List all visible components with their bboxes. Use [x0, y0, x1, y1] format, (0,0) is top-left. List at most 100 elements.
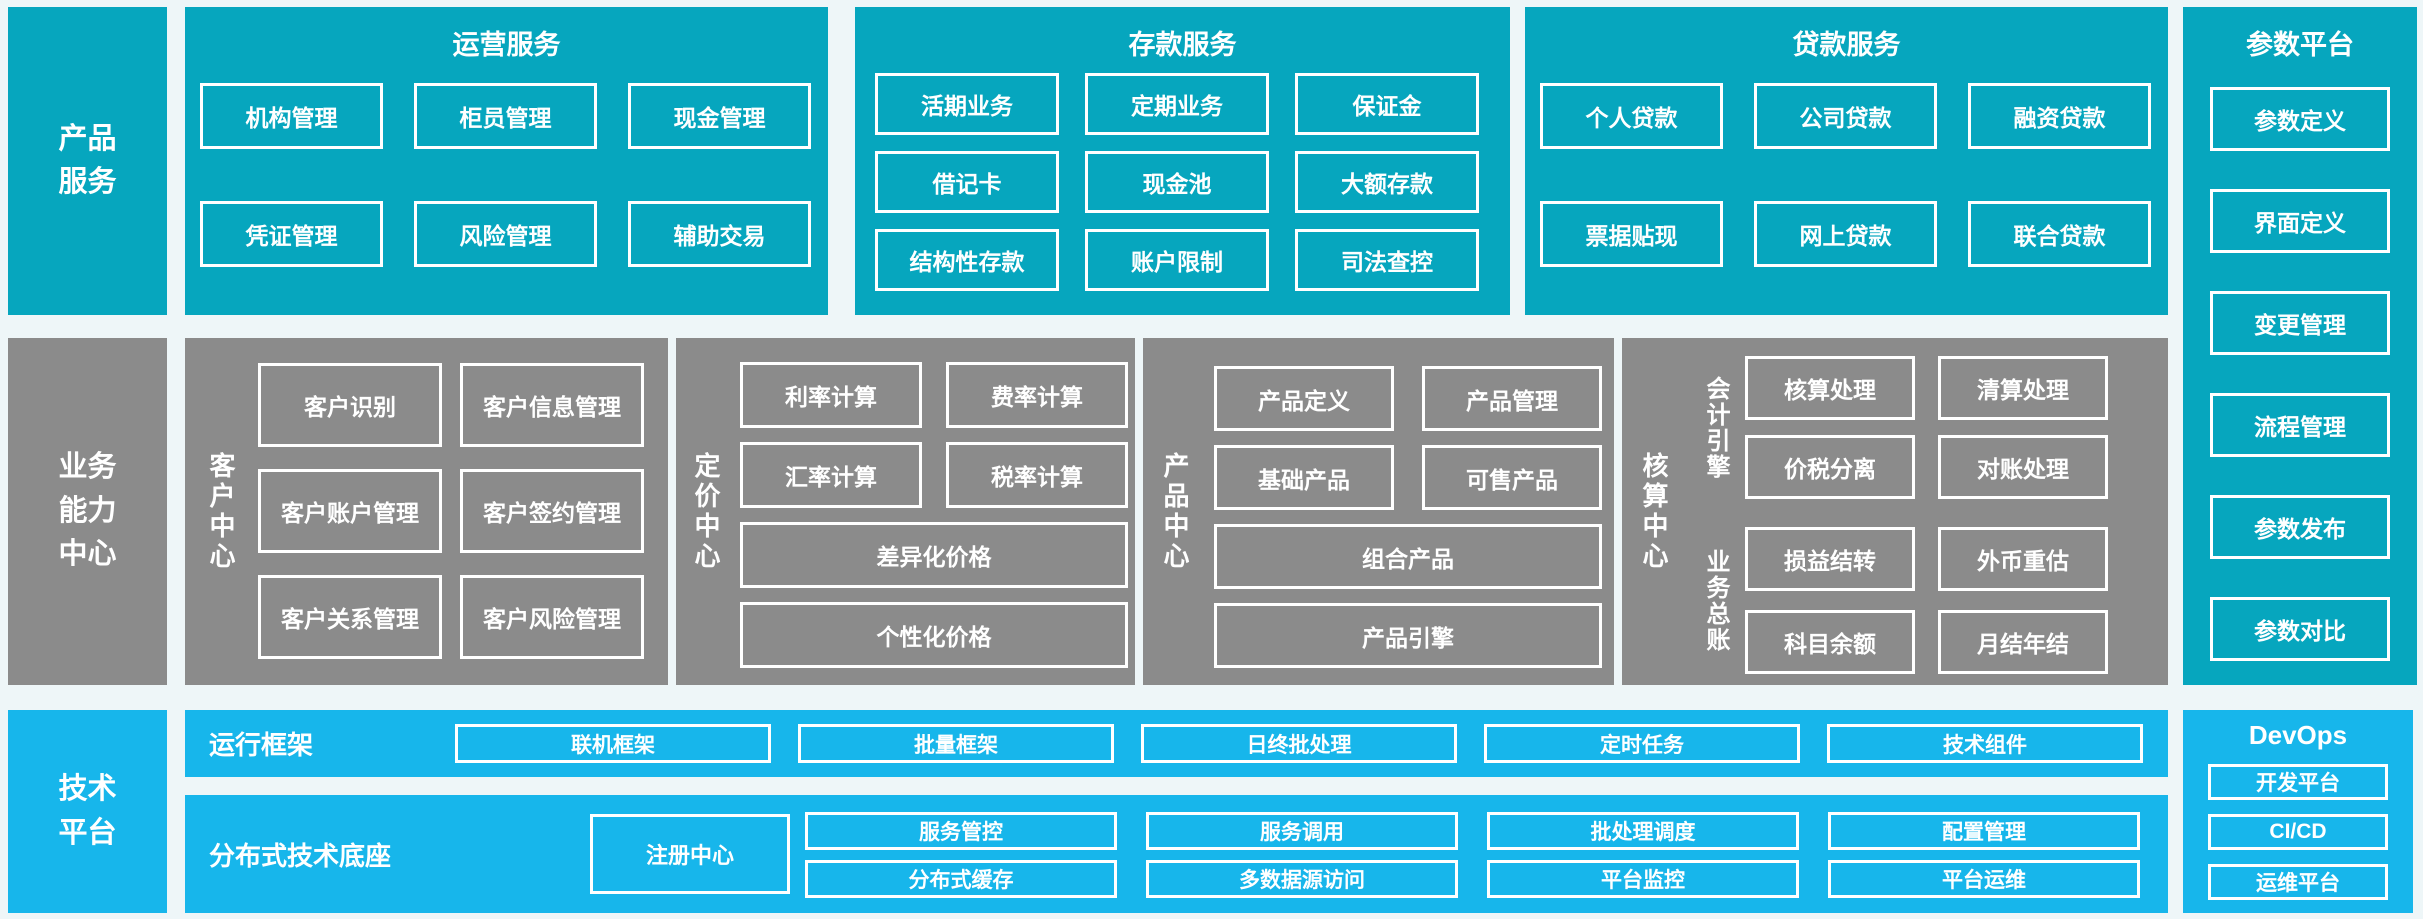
- module-box: 多数据源访问: [1146, 860, 1458, 898]
- business-ledger-grid: 损益结转 外币重估 科目余额 月结年结: [1745, 527, 2108, 674]
- module-box: 现金管理: [628, 83, 811, 149]
- module-box: 批量框架: [798, 724, 1114, 763]
- module-box: 利率计算: [740, 362, 922, 428]
- module-box: 网上贷款: [1754, 201, 1937, 267]
- section-title: 存款服务: [1128, 30, 1237, 60]
- accounting-center-label: 核算中心: [1639, 451, 1669, 572]
- module-box: 产品定义: [1214, 366, 1394, 431]
- pricing-center-section: 定价中心 利率计算 费率计算 汇率计算 税率计算 差异化价格 个性化价格: [676, 338, 1135, 685]
- section-title: 运营服务: [452, 30, 561, 60]
- module-box: 损益结转: [1745, 527, 1915, 591]
- runtime-framework-label: 运行框架: [209, 730, 314, 760]
- module-box: 组合产品: [1214, 524, 1602, 589]
- module-box: 参数定义: [2210, 87, 2390, 151]
- customer-grid: 客户识别 客户信息管理 客户账户管理 客户签约管理 客户关系管理 客户风险管理: [258, 363, 644, 659]
- operations-services-section: 运营服务 机构管理 柜员管理 现金管理 凭证管理 风险管理 辅助交易: [185, 7, 828, 315]
- module-box: 客户账户管理: [258, 469, 442, 553]
- module-box: 客户识别: [258, 363, 442, 447]
- module-box: 客户关系管理: [258, 575, 442, 659]
- module-box: 服务管控: [805, 812, 1117, 850]
- module-box: 差异化价格: [740, 522, 1128, 588]
- operations-grid: 机构管理 柜员管理 现金管理 凭证管理 风险管理 辅助交易: [200, 83, 811, 267]
- module-box: 产品引擎: [1214, 603, 1602, 668]
- distributed-row-2: 分布式缓存 多数据源访问 平台监控 平台运维: [805, 860, 2140, 898]
- module-box: 票据贴现: [1540, 201, 1723, 267]
- label-line: 能力: [58, 494, 117, 527]
- module-box: 技术组件: [1827, 724, 2143, 763]
- section-title: 参数平台: [2246, 30, 2354, 60]
- business-ledger-label: 业务总账: [1702, 548, 1729, 653]
- module-box: 参数发布: [2210, 495, 2390, 559]
- module-box: 日终批处理: [1141, 724, 1457, 763]
- accounting-center-section: 核算中心 会计引擎 核算处理 清算处理 价税分离 对账处理 业务总账 损益结转 …: [1622, 338, 2168, 685]
- module-box: 外币重估: [1938, 527, 2108, 591]
- module-box: 平台运维: [1828, 860, 2140, 898]
- module-box: 科目余额: [1745, 610, 1915, 674]
- section-title: 贷款服务: [1792, 30, 1901, 60]
- module-box: 开发平台: [2208, 764, 2388, 800]
- label-line: 平台: [58, 816, 117, 849]
- module-box: 汇率计算: [740, 442, 922, 508]
- module-box: 定时任务: [1484, 724, 1800, 763]
- label-line: 服务: [58, 166, 117, 198]
- module-box: 运维平台: [2208, 864, 2388, 900]
- module-box: 联机框架: [455, 724, 771, 763]
- label-line: 业务: [58, 451, 117, 484]
- module-box: 分布式缓存: [805, 860, 1117, 898]
- accounting-engine-label: 会计引擎: [1702, 375, 1729, 480]
- accounting-engine-grid: 核算处理 清算处理 价税分离 对账处理: [1745, 356, 2108, 499]
- loan-grid: 个人贷款 公司贷款 融资贷款 票据贴现 网上贷款 联合贷款: [1540, 83, 2151, 267]
- module-box: 个人贷款: [1540, 83, 1723, 149]
- module-box: 核算处理: [1745, 356, 1915, 420]
- module-box: 流程管理: [2210, 393, 2390, 457]
- module-box: 参数对比: [2210, 597, 2390, 661]
- product-services-label-text: 产品 服务: [58, 118, 116, 205]
- module-box: 现金池: [1085, 151, 1269, 213]
- product-grid: 产品定义 产品管理 基础产品 可售产品 组合产品 产品引擎: [1214, 366, 1602, 668]
- module-box: 柜员管理: [414, 83, 597, 149]
- module-box: 批处理调度: [1487, 812, 1799, 850]
- module-box: 个性化价格: [740, 602, 1128, 668]
- pricing-grid: 利率计算 费率计算 汇率计算 税率计算 差异化价格 个性化价格: [740, 362, 1128, 668]
- module-box: 凭证管理: [200, 201, 383, 267]
- module-box: 账户限制: [1085, 229, 1269, 291]
- module-box: 界面定义: [2210, 189, 2390, 253]
- devops-list: 开发平台 CI/CD 运维平台: [2208, 764, 2388, 900]
- parameter-platform-list: 参数定义 界面定义 变更管理 流程管理 参数发布 参数对比: [2210, 87, 2390, 661]
- module-box: 联合贷款: [1968, 201, 2151, 267]
- module-box: 大额存款: [1295, 151, 1479, 213]
- module-box: 借记卡: [875, 151, 1059, 213]
- module-box: 价税分离: [1745, 435, 1915, 499]
- module-box: 公司贷款: [1754, 83, 1937, 149]
- product-services-label: 产品 服务: [8, 7, 167, 315]
- runtime-framework-boxes: 联机框架 批量框架 日终批处理 定时任务 技术组件: [455, 724, 2143, 763]
- module-box: 清算处理: [1938, 356, 2108, 420]
- distributed-base-label: 分布式技术底座: [209, 840, 392, 871]
- module-box: 配置管理: [1828, 812, 2140, 850]
- tech-platform-label-text: 技术 平台: [58, 768, 116, 855]
- module-box: 辅助交易: [628, 201, 811, 267]
- section-title: DevOps: [2248, 720, 2348, 750]
- module-box: 活期业务: [875, 73, 1059, 135]
- label-line: 产品: [58, 122, 117, 155]
- product-center-section: 产品中心 产品定义 产品管理 基础产品 可售产品 组合产品 产品引擎: [1143, 338, 1614, 685]
- module-box: 基础产品: [1214, 445, 1394, 510]
- customer-center-label: 客户中心: [206, 451, 236, 572]
- module-box: 费率计算: [946, 362, 1128, 428]
- module-box: 保证金: [1295, 73, 1479, 135]
- module-box: 结构性存款: [875, 229, 1059, 291]
- module-box: 定期业务: [1085, 73, 1269, 135]
- module-box: 机构管理: [200, 83, 383, 149]
- module-box: 客户风险管理: [460, 575, 644, 659]
- module-box: 可售产品: [1422, 445, 1602, 510]
- module-box: 注册中心: [590, 814, 790, 894]
- tech-platform-label: 技术 平台: [8, 710, 167, 913]
- distributed-row-1: 服务管控 服务调用 批处理调度 配置管理: [805, 812, 2140, 850]
- distributed-base-row: 分布式技术底座 注册中心 服务管控 服务调用 批处理调度 配置管理 分布式缓存 …: [185, 795, 2168, 913]
- deposit-services-section: 存款服务 活期业务 定期业务 保证金 借记卡 现金池 大额存款 结构性存款 账户…: [855, 7, 1510, 315]
- runtime-framework-row: 运行框架 联机框架 批量框架 日终批处理 定时任务 技术组件: [185, 710, 2168, 777]
- module-box: 风险管理: [414, 201, 597, 267]
- module-box: 服务调用: [1146, 812, 1458, 850]
- deposit-grid: 活期业务 定期业务 保证金 借记卡 现金池 大额存款 结构性存款 账户限制 司法…: [875, 73, 1479, 291]
